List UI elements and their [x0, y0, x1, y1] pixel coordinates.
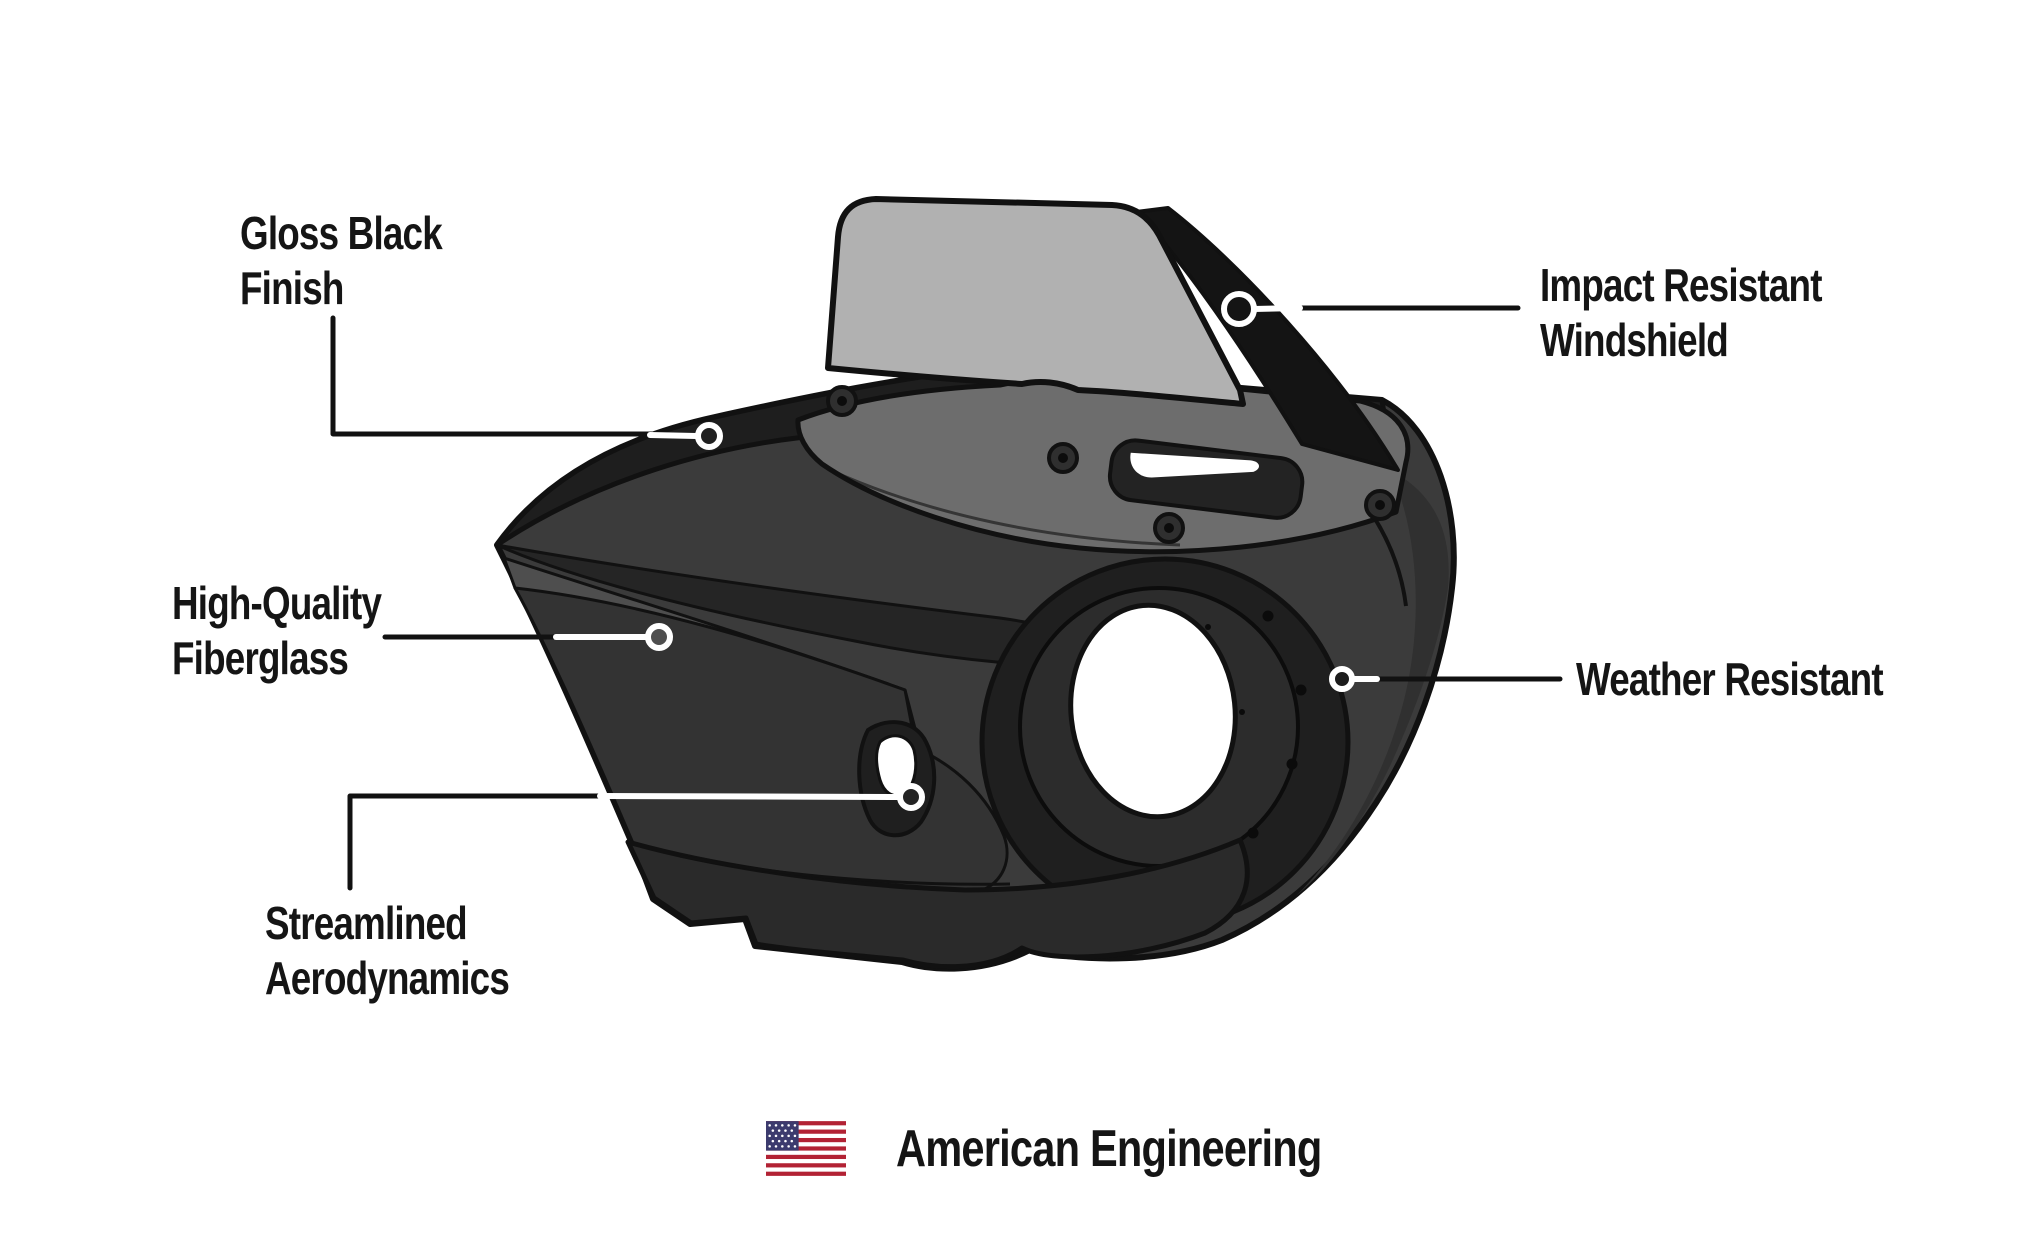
chin-crease: [679, 854, 1011, 886]
chin-spoiler: [625, 837, 1250, 970]
callout-label-weather-resistant: Weather Resistant: [1576, 653, 1884, 705]
windshield: [825, 196, 1246, 407]
callout-marker-high-quality-fiberglass: [645, 623, 673, 651]
callout-label-impact-resistant-windshield: Impact Resistant Windshield: [1540, 259, 1823, 366]
windshield-side-edge: [1134, 206, 1400, 472]
callout-marker-impact-resistant-windshield: [1221, 291, 1257, 327]
headlight-opening: [1068, 602, 1238, 820]
trim-screws: [826, 385, 1396, 544]
callout-label-gloss-black-finish: Gloss Black Finish: [240, 207, 443, 314]
callout-line-gloss-black-finish: [330, 315, 655, 437]
fairing-body-group: [494, 196, 1457, 972]
callout-label-streamlined-aerodynamics: Streamlined Aerodynamics: [265, 897, 510, 1004]
footer-tagline: American Engineering: [896, 1120, 1322, 1178]
us-flag-icon: [766, 1121, 846, 1176]
trim-shadow-line: [829, 468, 1181, 547]
callout-line-streamlined-aerodynamics: [347, 793, 603, 891]
trim-slot-vent: [1107, 438, 1305, 520]
callout-marker-weather-resistant: [1329, 666, 1355, 692]
bezel-bolt-holes: [1205, 610, 1307, 839]
right-flare-shading: [1296, 470, 1449, 896]
callout-label-high-quality-fiberglass: High-Quality Fiberglass: [172, 577, 382, 684]
callout-lines: [330, 305, 1563, 891]
callout-marker-gloss-black-finish: [695, 422, 723, 450]
callout-markers: [645, 291, 1355, 811]
callout-marker-streamlined-aerodynamics: [897, 783, 925, 811]
